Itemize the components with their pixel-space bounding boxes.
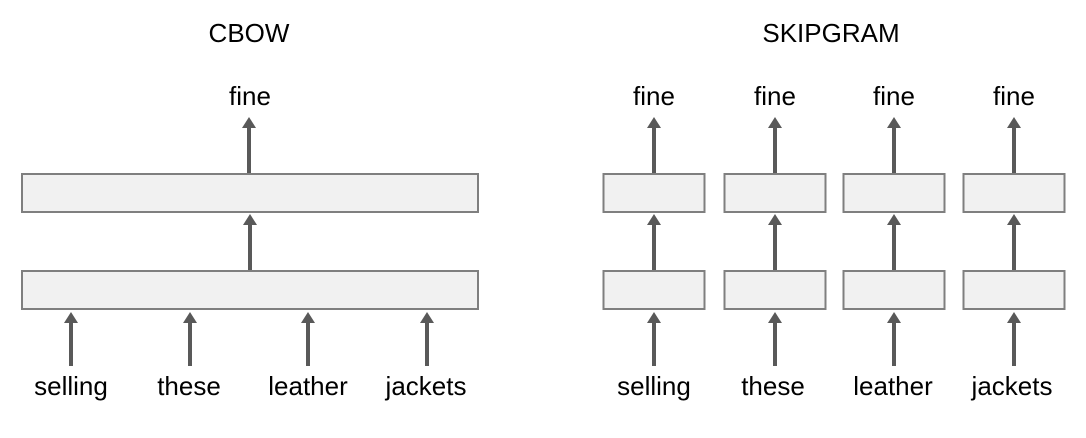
skipgram-col0-input-word-label: selling [617,371,691,401]
cbow-projection-layer-box [21,270,479,310]
skipgram-col2-output-word-label: fine [873,81,915,111]
skipgram-col0-hidden-up-arrow-icon [647,214,661,270]
skipgram-col1-projection-layer-box [723,270,827,310]
skipgram-col3-output-layer-box [962,173,1066,213]
skipgram-col3-output-word-label: fine [993,81,1035,111]
cbow-input-word-label: selling [34,371,108,401]
skipgram-col1-output-layer-box [723,173,827,213]
cbow-output-word-label: fine [229,81,271,111]
skipgram-col2-hidden-up-arrow-icon [887,214,901,270]
skipgram-col0-input-up-arrow-icon [647,312,661,366]
cbow-input-up-arrow-icon [64,312,78,366]
skipgram-col1-hidden-up-arrow-icon [768,214,782,270]
skipgram-title: SKIPGRAM [762,18,900,48]
skipgram-col3-projection-layer-box [962,270,1066,310]
skipgram-col0-output-word-label: fine [633,81,675,111]
skipgram-col2-input-up-arrow-icon [887,312,901,366]
skipgram-col0-output-up-arrow-icon [647,117,661,173]
skipgram-col1-output-up-arrow-icon [768,117,782,173]
skipgram-col2-output-layer-box [842,173,946,213]
cbow-output-up-arrow-icon [242,117,256,173]
cbow-input-up-arrow-icon [183,312,197,366]
cbow-input-up-arrow-icon [420,312,434,366]
skipgram-col3-input-word-label: jackets [971,371,1053,401]
skipgram-col3-input-up-arrow-icon [1007,312,1021,366]
skipgram-col0-projection-layer-box [602,270,706,310]
cbow-input-word-label: these [157,371,221,401]
cbow-input-up-arrow-icon [301,312,315,366]
skipgram-col1-input-up-arrow-icon [768,312,782,366]
skipgram-col0-output-layer-box [602,173,706,213]
cbow-input-word-label: jackets [385,371,467,401]
skipgram-col2-output-up-arrow-icon [887,117,901,173]
skipgram-col3-output-up-arrow-icon [1007,117,1021,173]
skipgram-col2-input-word-label: leather [853,371,933,401]
cbow-title: CBOW [208,18,290,48]
skipgram-col2-projection-layer-box [842,270,946,310]
skipgram-col3-hidden-up-arrow-icon [1007,214,1021,270]
cbow-input-word-label: leather [268,371,348,401]
cbow-output-layer-box [21,173,479,213]
cbow-hidden-up-arrow-icon [243,214,257,270]
skipgram-col1-input-word-label: these [741,371,805,401]
skipgram-col1-output-word-label: fine [754,81,796,111]
